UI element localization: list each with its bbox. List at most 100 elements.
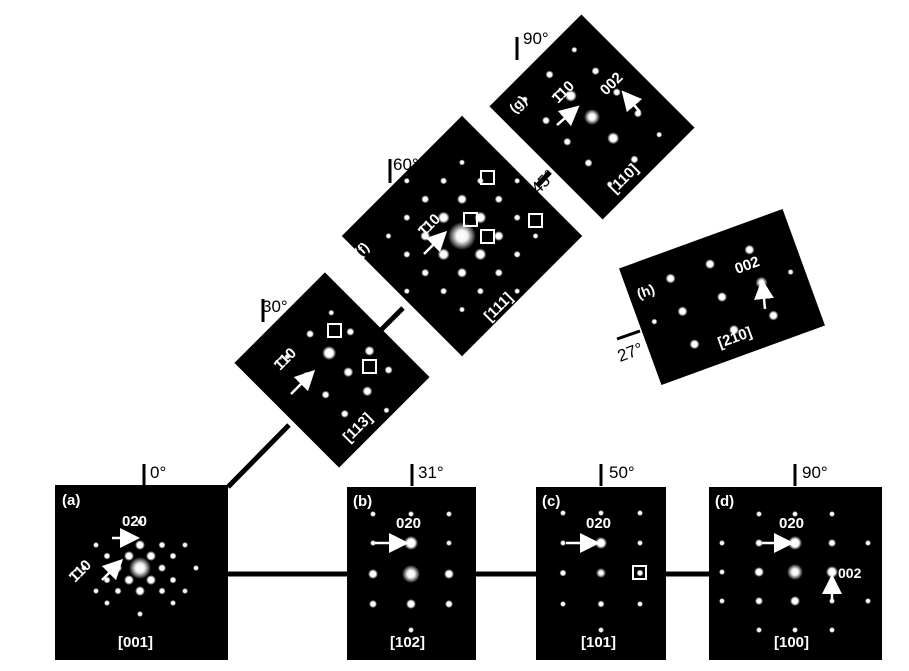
spot	[514, 288, 521, 295]
diffraction-spots	[719, 511, 871, 633]
spot	[103, 552, 111, 560]
spot	[385, 233, 392, 239]
panel-b: 31° (b) 020 [102]	[347, 463, 476, 660]
spot	[328, 309, 335, 316]
panel-tag: (c)	[542, 493, 560, 510]
tilt-angle: 27°	[615, 339, 646, 366]
spot	[306, 329, 315, 338]
overbar	[273, 356, 282, 365]
spot	[559, 569, 567, 577]
marked-spot	[528, 213, 543, 228]
arrow-002	[621, 90, 643, 113]
spot	[755, 597, 763, 605]
spot	[790, 596, 800, 606]
spot	[476, 287, 484, 295]
spot	[865, 598, 871, 604]
connector-a-e	[226, 423, 291, 489]
spot	[114, 587, 122, 595]
spot	[719, 598, 725, 604]
spot	[124, 575, 134, 585]
marked-spot	[480, 229, 495, 244]
spot	[651, 318, 658, 325]
spot	[560, 540, 566, 546]
connector-lines	[226, 170, 709, 577]
spot	[826, 566, 838, 578]
spot	[756, 627, 762, 633]
spot	[408, 511, 414, 517]
spot	[446, 540, 452, 546]
panel-g: 90° 45° (g) 110 002 [110]	[489, 14, 695, 220]
spot	[137, 519, 143, 525]
spot	[456, 267, 467, 278]
spot	[158, 564, 166, 572]
marked-spot	[362, 359, 377, 374]
spot	[677, 306, 688, 317]
marked-spot	[480, 170, 495, 185]
spot	[521, 96, 528, 103]
arrow-002	[754, 279, 774, 310]
tilt-tick	[616, 329, 641, 341]
zone-axis: [001]	[118, 634, 153, 651]
tilt-angle: 0°	[150, 463, 166, 482]
arrow-110	[290, 369, 316, 395]
spot	[719, 569, 725, 575]
tilt-angle: 90°	[802, 463, 828, 482]
panel-e: 30° (e) 110 [113]	[228, 272, 430, 468]
spot	[169, 552, 177, 560]
pattern-frame	[234, 272, 430, 468]
panel-tag: (h)	[635, 281, 657, 302]
central-beam	[596, 568, 606, 578]
spot	[545, 70, 554, 79]
panel-tag: (b)	[353, 493, 372, 510]
spot	[182, 588, 188, 594]
spot	[404, 536, 418, 550]
panel-tag: (d)	[715, 493, 734, 510]
spot	[421, 268, 430, 277]
central-beam	[448, 222, 476, 250]
marked-spot	[632, 565, 647, 580]
spot	[440, 177, 448, 185]
spot	[513, 214, 521, 222]
spot	[591, 67, 600, 76]
spot	[865, 540, 871, 546]
spot	[792, 511, 798, 517]
spot	[421, 195, 430, 204]
spot	[440, 287, 448, 295]
spot	[146, 551, 156, 561]
spot-label-020: 020	[122, 513, 147, 530]
panel-h: 27° (h) 002 [210]	[615, 208, 825, 386]
spot	[637, 601, 643, 607]
tilt-angle: 31°	[418, 463, 444, 482]
arrow-110	[101, 558, 124, 581]
spot	[364, 345, 375, 356]
spot	[104, 600, 110, 606]
tilt-angle: 30°	[262, 297, 288, 316]
marked-spot	[327, 323, 342, 338]
tilt-angle: 50°	[609, 463, 635, 482]
spot	[754, 567, 764, 577]
spot	[384, 366, 393, 374]
spot	[598, 510, 604, 516]
tilt-angle: 90°	[523, 29, 549, 48]
spot	[446, 511, 452, 517]
spot	[787, 269, 794, 276]
spot	[158, 541, 166, 549]
spot	[346, 327, 355, 336]
spot	[93, 542, 99, 548]
diffraction-spots	[81, 519, 199, 617]
spot	[135, 540, 145, 550]
spot	[182, 542, 188, 548]
arrow-110	[556, 105, 580, 127]
spot	[829, 511, 835, 517]
panel-c: 50° (c) 020 [101]	[536, 463, 666, 660]
marked-spot	[463, 212, 478, 227]
spot	[406, 599, 416, 609]
overbar	[68, 568, 77, 577]
spot	[403, 250, 411, 258]
spot	[403, 177, 410, 184]
spot	[370, 511, 376, 517]
panel-a: 0°	[55, 463, 228, 660]
spot	[343, 367, 354, 378]
spot	[170, 600, 176, 606]
zone-axis: [102]	[390, 634, 425, 651]
